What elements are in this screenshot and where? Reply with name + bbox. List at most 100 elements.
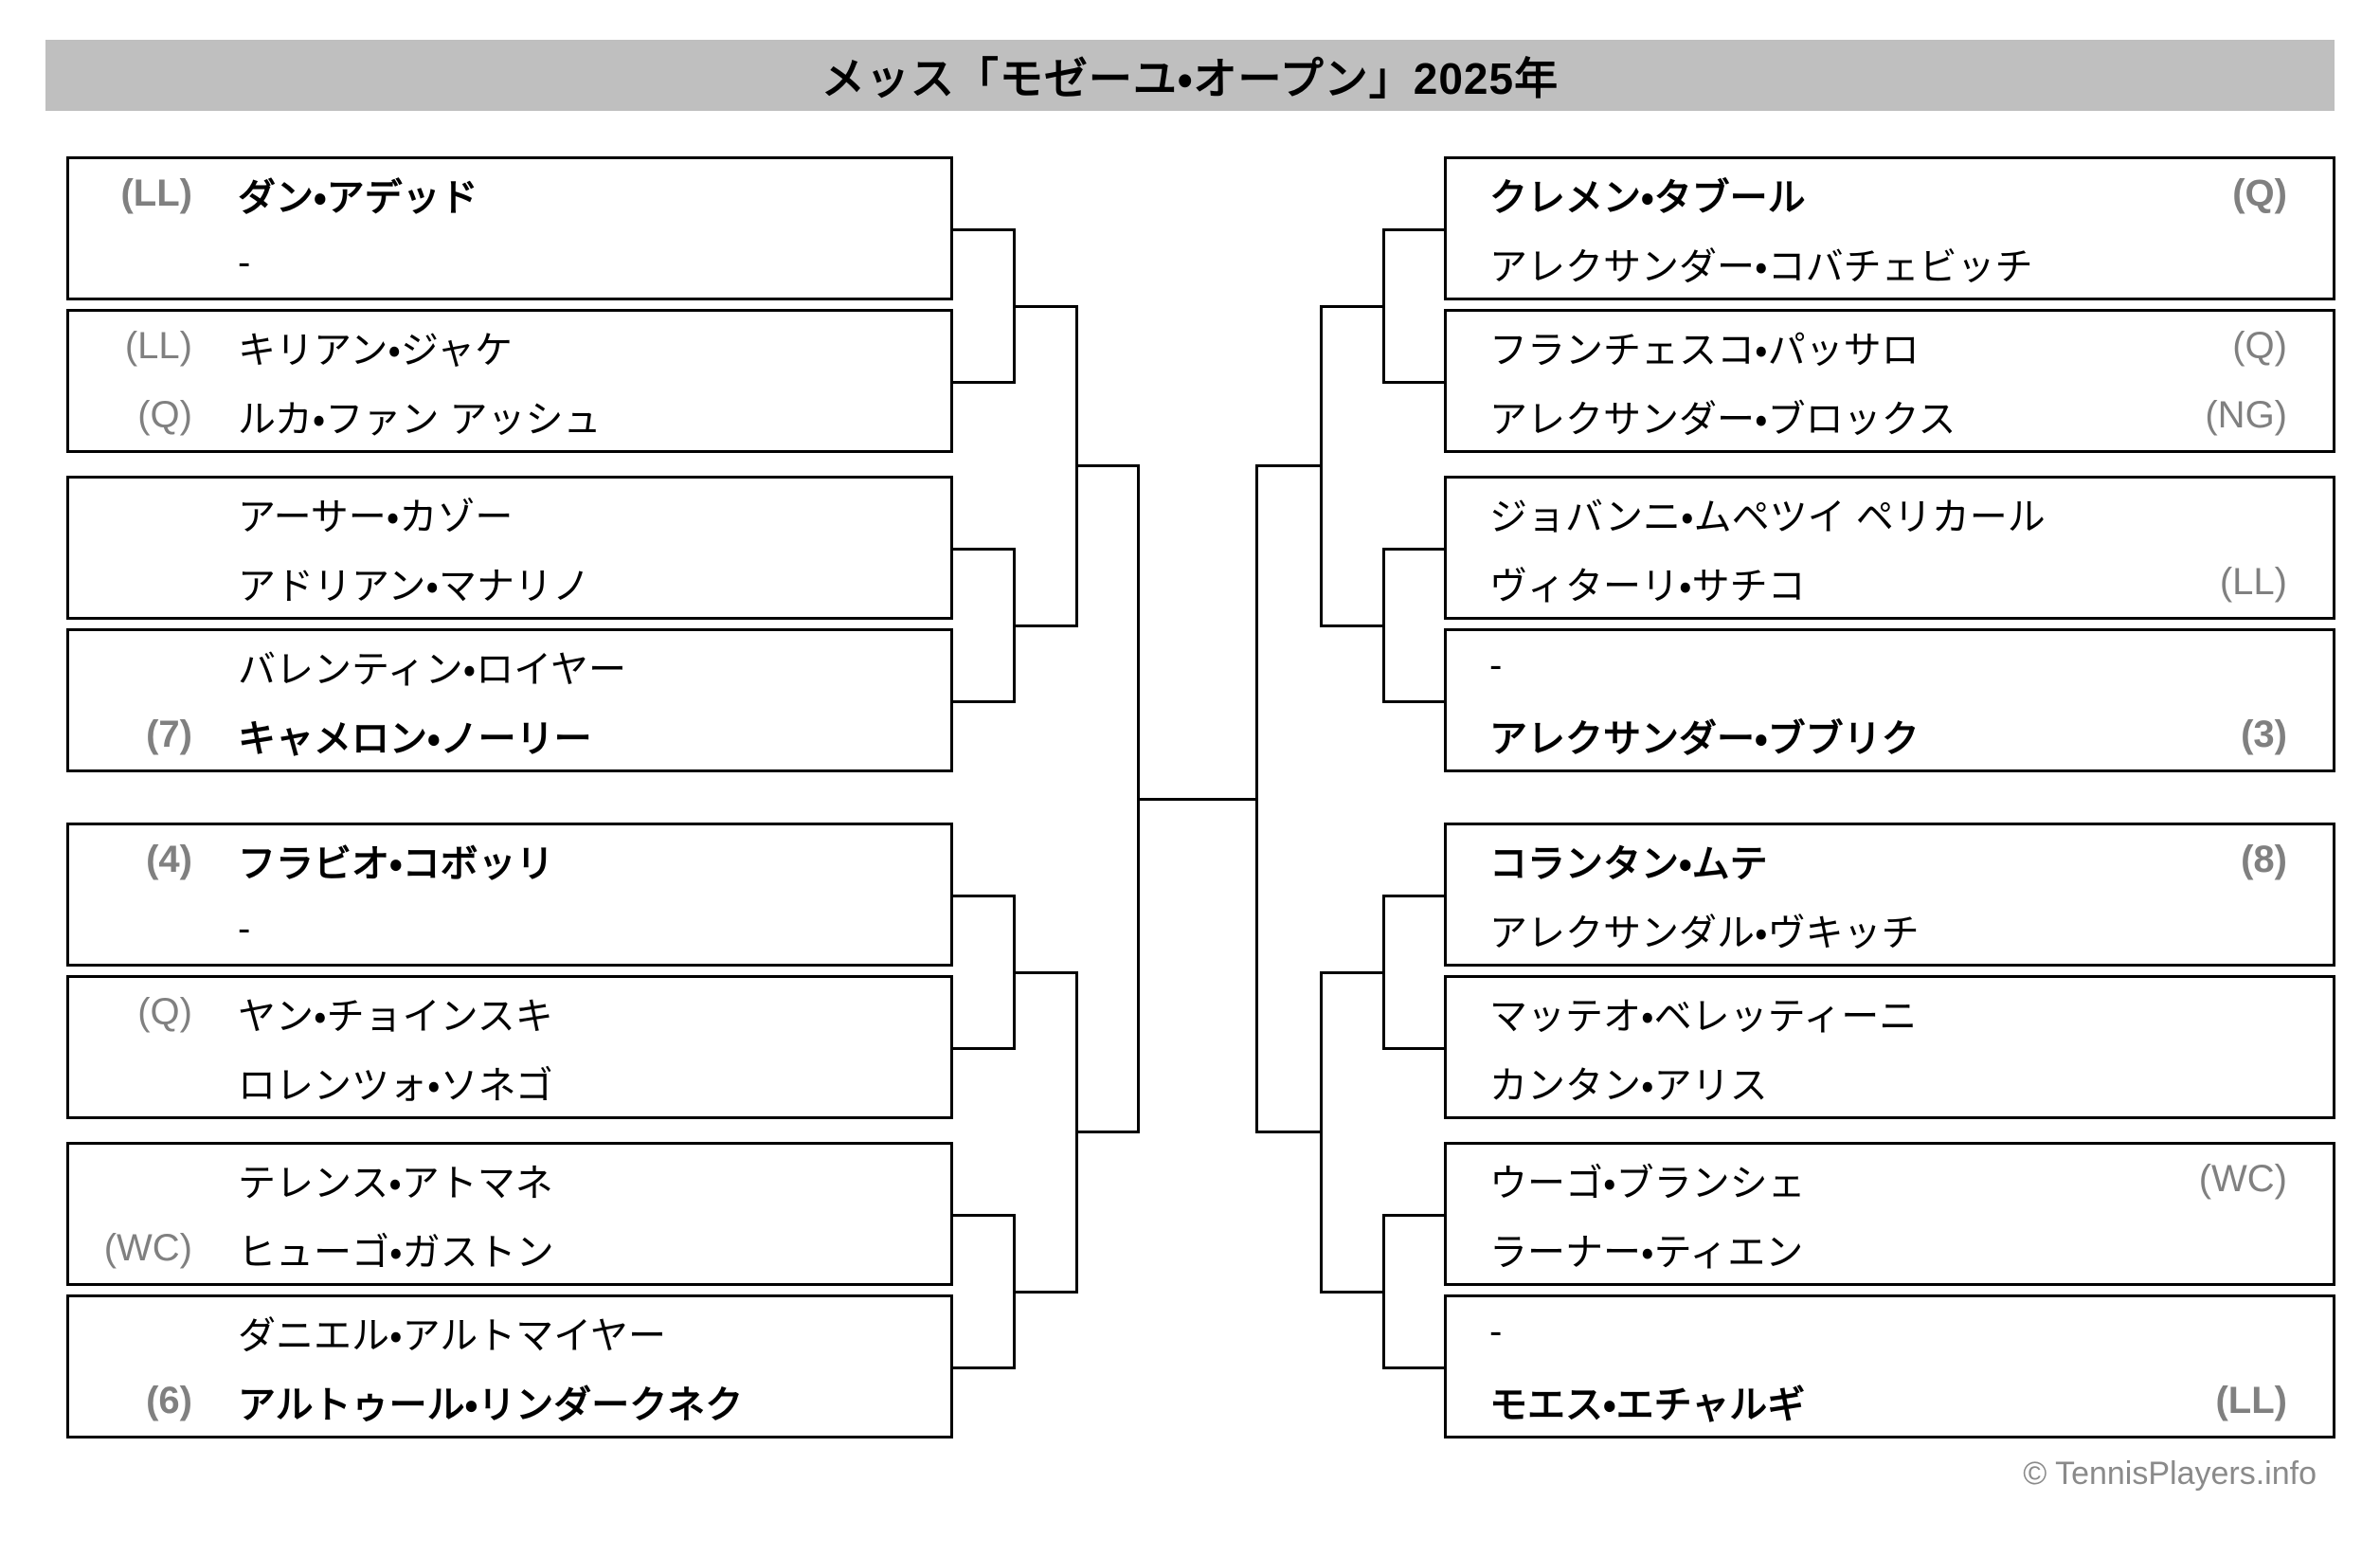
- title-bar: メッス「モゼーユ・オープン」2025年: [45, 40, 2335, 111]
- player-row: ジョバンニ・ムペツイ ペリカール: [1447, 479, 2333, 548]
- player-name: ロレンツォ・ソネゴ: [238, 1064, 553, 1107]
- player-row: コランタン・ムテ (8): [1447, 825, 2333, 895]
- player-name: キリアン・ジャケ: [238, 329, 513, 371]
- player-name: -: [238, 908, 251, 950]
- player-name: マッテオ・ベレッティーニ: [1489, 995, 1918, 1038]
- bracket-line: [952, 1214, 1013, 1217]
- player-name: ウーゴ・ブランシェ: [1489, 1162, 1806, 1204]
- match-box-left-6: (Q) ヤン・チョインスキ ロレンツォ・ソネゴ: [66, 975, 953, 1119]
- player-name: アレクサンダー・ブブリク: [1489, 717, 1920, 760]
- bracket-line: [1382, 381, 1444, 384]
- player-row: アーサー・カゾー: [69, 479, 950, 548]
- player-name: モエス・エチャルギ: [1489, 1384, 1806, 1426]
- bracket-line: [952, 895, 1013, 897]
- player-row: (Q) ヤン・チョインスキ: [69, 978, 950, 1047]
- bracket-line: [1013, 624, 1075, 627]
- player-name: フランチェスコ・パッサロ: [1489, 329, 1920, 371]
- bracket-line: [1137, 797, 1258, 801]
- player-name: アドリアン・マナリノ: [238, 565, 590, 607]
- player-name: ヴィターリ・サチコ: [1489, 565, 1806, 607]
- bracket-line: [1320, 1290, 1382, 1294]
- match-box-left-1: (LL) ダン・アデッド -: [66, 156, 953, 300]
- bracket-line: [1255, 1131, 1320, 1133]
- player-name: テレンス・アトマネ: [238, 1162, 553, 1204]
- player-row: (7) キャメロン・ノーリー: [69, 700, 950, 769]
- bracket-line: [1320, 970, 1323, 1294]
- player-name: ダニエル・アルトマイヤー: [238, 1314, 666, 1357]
- player-row: カンタン・アリス: [1447, 1047, 2333, 1116]
- entry-tag: (WC): [2198, 1158, 2287, 1200]
- bracket-line: [1075, 464, 1137, 467]
- player-row: ウーゴ・ブランシェ (WC): [1447, 1145, 2333, 1214]
- entry-tag: (8): [2241, 839, 2287, 880]
- match-box-right-4: - アレクサンダー・ブブリク (3): [1444, 628, 2335, 772]
- bracket-line: [1320, 304, 1382, 308]
- player-name: ヒューゴ・ガストン: [238, 1231, 554, 1274]
- entry-tag: (Q): [2232, 172, 2287, 214]
- player-row: (4) フラビオ・コボッリ: [69, 825, 950, 895]
- player-row: (LL) キリアン・ジャケ: [69, 312, 950, 381]
- player-row: フランチェスコ・パッサロ (Q): [1447, 312, 2333, 381]
- bracket-line: [1255, 464, 1320, 467]
- player-name: ヤン・チョインスキ: [238, 995, 553, 1038]
- player-name: ジョバンニ・ムペツイ ペリカール: [1489, 496, 2046, 538]
- player-name: ダン・アデッド: [238, 176, 478, 219]
- player-row: クレメン・タブール (Q): [1447, 159, 2333, 228]
- player-row: バレンティン・ロイヤー: [69, 631, 950, 700]
- entry-tag: (LL): [2215, 1380, 2287, 1421]
- player-row: (WC) ヒューゴ・ガストン: [69, 1214, 950, 1283]
- player-name: アーサー・カゾー: [238, 496, 514, 538]
- player-name: コランタン・ムテ: [1489, 842, 1768, 885]
- match-box-right-5: コランタン・ムテ (8) アレクサンダル・ヴキッチ: [1444, 823, 2335, 967]
- bracket-line: [1013, 304, 1075, 308]
- match-box-left-7: テレンス・アトマネ (WC) ヒューゴ・ガストン: [66, 1142, 953, 1286]
- player-row: ラーナー・ティエン: [1447, 1214, 2333, 1283]
- player-row: (6) アルトゥール・リンダークネク: [69, 1366, 950, 1436]
- match-box-left-3: アーサー・カゾー アドリアン・マナリノ: [66, 476, 953, 620]
- bracket-line: [1382, 228, 1385, 384]
- entry-tag: (LL): [124, 325, 192, 367]
- player-name: カンタン・アリス: [1489, 1064, 1768, 1107]
- player-name: アレクサンダル・ヴキッチ: [1489, 912, 1920, 954]
- entry-tag: (6): [146, 1380, 192, 1421]
- bracket-line: [1382, 548, 1385, 703]
- player-name: バレンティン・ロイヤー: [238, 648, 626, 691]
- bracket-line: [1382, 228, 1444, 231]
- bracket-line: [1382, 1047, 1444, 1050]
- copyright-credit: © TennisPlayers.info: [2023, 1456, 2317, 1492]
- player-row: ヴィターリ・サチコ (LL): [1447, 548, 2333, 617]
- bracket-line: [1013, 970, 1075, 974]
- player-row: アレクサンダー・ブロックス (NG): [1447, 381, 2333, 450]
- bracket-line: [1382, 1214, 1385, 1369]
- entry-tag: (LL): [2219, 561, 2287, 603]
- bracket-line: [952, 700, 1013, 703]
- tournament-title: メッス「モゼーユ・オープン」2025年: [820, 53, 1560, 103]
- match-box-right-8: - モエス・エチャルギ (LL): [1444, 1294, 2335, 1438]
- bracket-line: [1382, 1214, 1444, 1217]
- entry-tag: (7): [146, 714, 192, 755]
- match-box-left-2: (LL) キリアン・ジャケ (Q) ルカ・ファン アッシュ: [66, 309, 953, 453]
- match-box-left-4: バレンティン・ロイヤー (7) キャメロン・ノーリー: [66, 628, 953, 772]
- bracket-line: [1382, 548, 1444, 551]
- bracket-line: [1320, 624, 1382, 627]
- bracket-line: [1320, 970, 1382, 974]
- bracket-line: [1382, 700, 1444, 703]
- player-name: -: [1489, 1311, 1503, 1352]
- player-row: ロレンツォ・ソネゴ: [69, 1047, 950, 1116]
- player-name: クレメン・タブール: [1489, 176, 1806, 219]
- bracket-line: [1320, 304, 1323, 627]
- bracket-line: [952, 1047, 1013, 1050]
- entry-tag: (NG): [2205, 394, 2287, 436]
- match-box-right-2: フランチェスコ・パッサロ (Q) アレクサンダー・ブロックス (NG): [1444, 309, 2335, 453]
- bracket-line: [952, 228, 1013, 231]
- player-row: ダニエル・アルトマイヤー: [69, 1297, 950, 1366]
- player-row: (Q) ルカ・ファン アッシュ: [69, 381, 950, 450]
- player-row: -: [69, 895, 950, 964]
- entry-tag: (WC): [103, 1227, 192, 1269]
- entry-tag: (Q): [137, 991, 192, 1033]
- bracket-line: [952, 548, 1013, 551]
- player-name: -: [1489, 644, 1503, 686]
- bracket-line: [952, 1366, 1013, 1369]
- bracket-line: [1382, 895, 1385, 1050]
